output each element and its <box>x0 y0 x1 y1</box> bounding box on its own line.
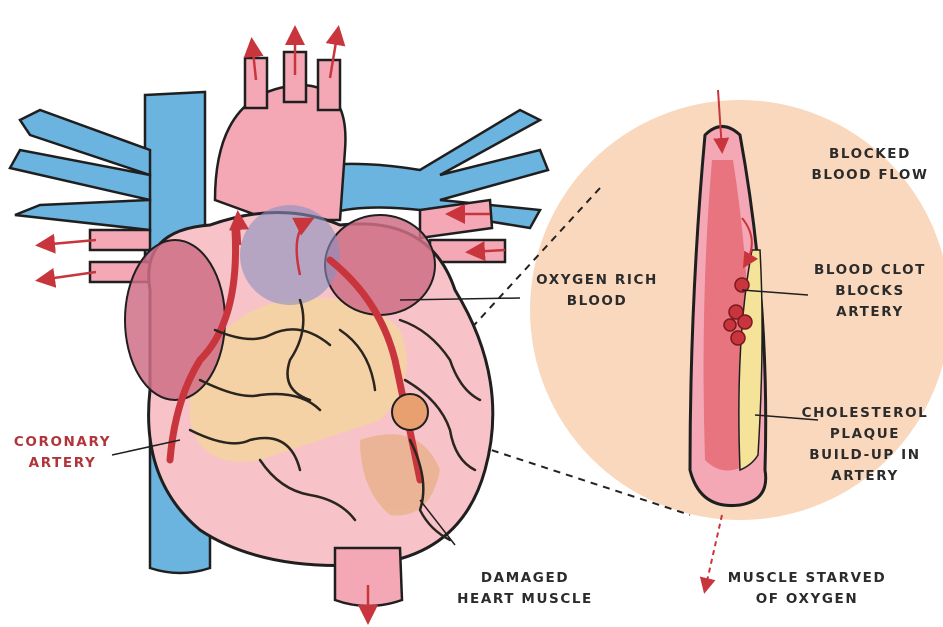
label-blood-clot: BLOOD CLOT BLOCKS ARTERY <box>800 260 940 323</box>
valve-area <box>240 205 340 305</box>
label-coronary-artery: CORONARY ARTERY <box>5 432 120 474</box>
label-cholesterol: CHOLESTEROL PLAQUE BUILD-UP IN ARTERY <box>790 403 940 487</box>
label-damaged-heart-muscle: DAMAGED HEART MUSCLE <box>445 568 605 610</box>
label-oxygen-rich-blood: OXYGEN RICH BLOOD <box>522 270 672 312</box>
aorta <box>215 52 345 220</box>
right-atrium <box>125 240 225 400</box>
label-muscle-starved: MUSCLE STARVED OF OXYGEN <box>712 568 902 610</box>
pulmonary-veins-left <box>10 110 150 230</box>
label-blocked-blood-flow: BLOCKED BLOOD FLOW <box>800 144 940 186</box>
blockage-point <box>392 394 428 430</box>
